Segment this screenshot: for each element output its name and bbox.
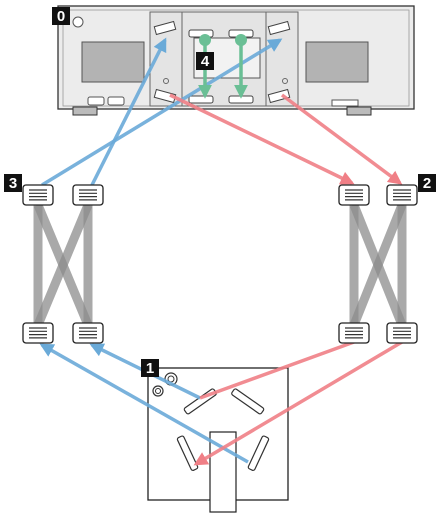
red-routes	[169, 93, 403, 466]
callout-badge-3: 3	[4, 174, 22, 192]
left-screen	[81, 41, 145, 83]
callout-badge-0: 0	[52, 7, 70, 25]
callout-label-0: 0	[57, 8, 65, 25]
panel-dot-right	[282, 78, 288, 84]
blue-route-1	[90, 37, 167, 186]
power-knob-icon	[72, 16, 84, 28]
red-route-2	[280, 93, 403, 185]
top-device	[57, 5, 415, 116]
port-connector-icon	[72, 184, 104, 206]
red-route-3	[199, 340, 355, 400]
port-connector-icon	[22, 184, 54, 206]
device-foot-right	[346, 106, 372, 116]
rack-frame-icon	[33, 203, 93, 327]
port-connector-icon	[386, 184, 418, 206]
rack-frame-icon	[349, 203, 407, 327]
left-rack	[33, 203, 93, 327]
red-route-4	[193, 340, 403, 466]
callout-label-3: 3	[9, 175, 17, 192]
callout-badge-1: 1	[141, 359, 159, 377]
port-connector-icon	[22, 322, 54, 344]
callout-label-2: 2	[423, 175, 431, 192]
right-screen	[305, 41, 369, 83]
callout-badge-2: 2	[418, 174, 436, 192]
front-button-2	[107, 96, 125, 106]
blue-route-3	[39, 343, 249, 464]
port-connector-icon	[338, 322, 370, 344]
port-connectors	[22, 184, 418, 344]
port-connector-icon	[386, 322, 418, 344]
front-button-1	[87, 96, 105, 106]
front-slot	[331, 99, 359, 107]
port-connector-icon	[338, 184, 370, 206]
green-dot	[199, 34, 211, 46]
callout-label-4: 4	[201, 53, 210, 70]
device-foot-left	[72, 106, 98, 116]
panel-dot-left	[163, 78, 169, 84]
callout-label-1: 1	[146, 360, 154, 377]
callout-badge-4: 4	[196, 52, 214, 70]
right-rack	[349, 203, 407, 327]
red-route-1	[169, 93, 355, 185]
station-stem	[209, 431, 237, 513]
green-dot	[235, 34, 247, 46]
knob-icon-2	[152, 385, 164, 397]
port-connector-icon	[72, 322, 104, 344]
